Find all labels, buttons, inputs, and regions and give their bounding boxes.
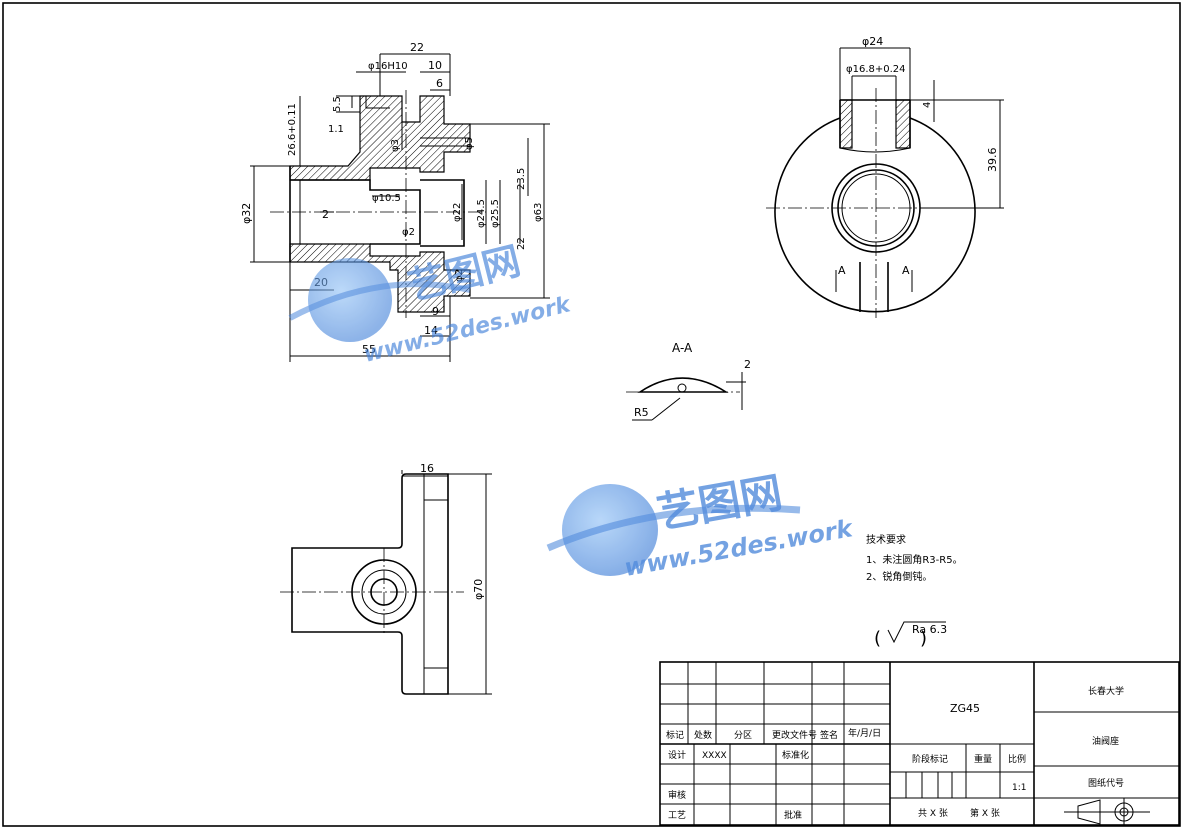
technical-notes: 技术要求 1、未注圆角R3-R5。 2、锐角倒钝。 ( ) Ra 6.3 [866,533,963,649]
weight-label: 重量 [974,753,992,765]
dim-1-1: 1.1 [328,124,344,135]
designer-value: XXXX [702,751,727,761]
dim-phi63: φ63 [533,203,544,222]
header-change-doc: 更改文件号 [772,729,817,741]
dim-section-2: 2 [744,358,751,371]
roughness-paren-open: ( [874,628,881,649]
dim-2-left: 2 [322,208,329,221]
header-signature: 签名 [820,729,838,741]
dim-10: 10 [428,59,442,72]
review-label: 审核 [668,789,686,801]
dim-4: 4 [922,102,933,108]
dim-phi24: φ24 [862,35,883,48]
section-aa-view: A-A 2 R5 [626,341,751,421]
section-mark-a-left: A [838,264,846,277]
projection-symbol-icon [1064,798,1150,826]
process-label: 工艺 [668,810,686,821]
dim-phi24-5: φ24.5 [476,199,487,228]
notes-heading: 技术要求 [866,533,906,546]
header-date: 年/月/日 [848,727,881,739]
standard-label: 标准化 [782,749,809,761]
dim-39-6: 39.6 [986,148,999,173]
dim-9: 9 [432,305,439,318]
watermark-url-top: www.52des.work [361,292,574,368]
stage-label: 阶段标记 [912,753,948,765]
dim-22-right: 22 [516,237,527,250]
dim-phi5: φ5 [464,137,475,150]
dim-phi16-8: φ16.8+0.24 [846,64,906,75]
designer-label: 设计 [668,749,686,761]
sheets-total: 共 X 张 [918,808,948,819]
part-name: 油阀座 [1092,735,1119,747]
dim-phi10-5: φ10.5 [372,193,401,204]
dim-phi70: φ70 [472,579,485,600]
dim-23-5: 23.5 [516,168,527,190]
header-mark: 标记 [666,729,684,741]
watermark-brand-middle: 艺图网 [653,468,786,538]
dim-phi3: φ3 [390,139,401,152]
drawing-no-label: 图纸代号 [1088,777,1124,789]
material-value: ZG45 [950,702,980,715]
header-zone: 分区 [734,730,752,741]
approve-label: 批准 [784,809,802,821]
title-block: 标记 处数 分区 更改文件号 签名 年/月/日 设计 XXXX 标准化 审核 工… [659,661,1180,826]
notes-item-1: 1、未注圆角R3-R5。 [866,553,963,566]
dim-phi2-b: φ2 [454,269,465,282]
top-view: 16 φ70 [280,462,492,695]
section-aa-title: A-A [672,341,693,355]
header-count: 处数 [694,729,712,741]
dim-22-top: 22 [410,41,424,54]
scale-value: 1:1 [1012,783,1026,793]
sheet-number: 第 X 张 [970,807,1000,819]
dim-r5: R5 [634,406,649,419]
scale-label: 比例 [1008,753,1026,765]
dim-55: 55 [362,343,376,356]
dim-phi25-5: φ25.5 [490,199,501,228]
dim-phi16h10: φ16H10 [368,61,408,72]
dim-14: 14 [424,324,438,337]
roughness-paren-close: ) [920,628,927,649]
dim-26-6: 26.6+0.11 [287,103,298,156]
school-name: 长春大学 [1088,685,1124,697]
watermark-middle: 艺图网 www.52des.work [546,468,856,582]
dim-16: 16 [420,462,434,475]
dim-6: 6 [436,77,443,90]
side-view: φ24 φ16.8+0.24 4 39.6 A A [766,35,1004,318]
section-mark-a-right: A [902,264,910,277]
dim-5-5: 5.5 [332,96,343,112]
notes-item-2: 2、锐角倒钝。 [866,570,932,583]
dim-phi22: φ22 [452,203,463,222]
dim-phi2-a: φ2 [402,227,415,238]
dim-phi32: φ32 [240,203,253,224]
roughness-value: Ra 6.3 [912,623,947,636]
watermark-globe-icon [308,258,392,342]
roughness-symbol [887,621,946,644]
